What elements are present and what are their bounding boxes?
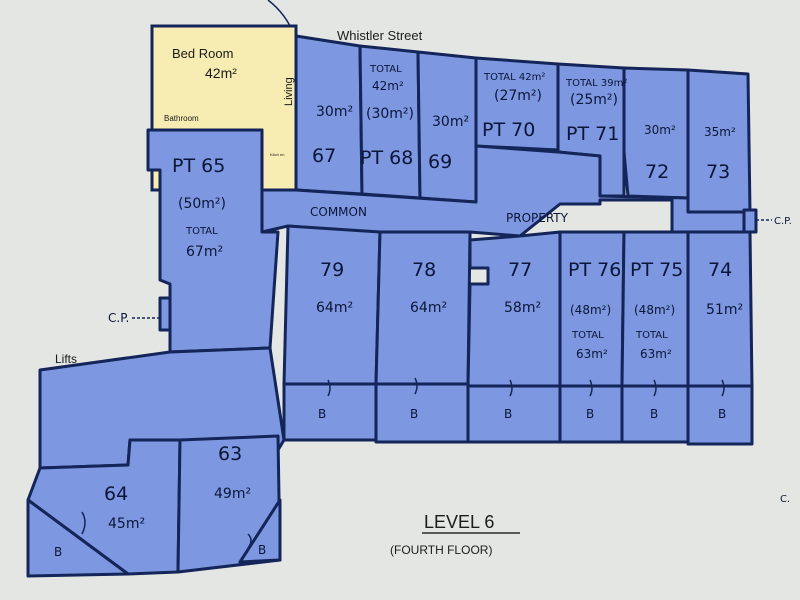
bedroom-area: 42m² [205,65,237,81]
unit-76-area: (48m²) [570,303,611,317]
unit-77[interactable] [466,230,562,388]
unit-63-area: 49m² [214,486,251,502]
street-label: Whistler Street [337,28,423,43]
balcony-77[interactable] [466,384,562,444]
unit-78-area: 64m² [410,300,447,316]
balcony-75-label: B [650,407,658,421]
cp-label-left: C.P. [108,311,129,325]
cp-box-left[interactable] [158,296,172,332]
balcony-76-label: B [586,407,594,421]
unit-65-area: (50m²) [178,196,226,212]
unit-70-area: (27m²) [494,88,542,104]
unit-72-number: 72 [645,161,669,183]
balcony-75[interactable] [620,384,690,444]
unit-69-area: 30m² [432,114,469,130]
living-label: Living [283,77,295,106]
unit-71-area: (25m²) [570,92,618,108]
unit-79-area: 64m² [316,300,353,316]
property-label: PROPERTY [506,211,569,225]
unit-71-number: PT 71 [566,123,619,145]
unit-63-number: 63 [218,443,242,465]
kitchen-label: Kitch en [270,152,284,157]
bathroom-label: Bathroom [164,114,199,123]
balcony-77-label: B [504,407,512,421]
unit-75-total-area: 63m² [640,347,672,361]
level-title: LEVEL 6 [424,512,494,532]
unit-76-number: PT 76 [568,259,621,281]
unit-77-number: 77 [508,259,532,281]
balcony-74-label: B [718,407,726,421]
unit-73[interactable] [686,68,752,214]
unit-75-total: TOTAL [635,330,668,341]
balcony-79-label: B [318,407,326,421]
unit-73-number: 73 [706,161,730,183]
bedroom-label: Bed Room [172,46,233,61]
unit-77-area: 58m² [504,300,541,316]
unit-78-number: 78 [412,259,436,281]
unit-74-area: 51m² [706,302,743,318]
unit-69-number: 69 [428,151,452,173]
common-label: COMMON [310,205,367,219]
unit-73-area: 35m² [704,125,736,139]
balcony-64[interactable] [26,498,130,578]
balcony-63-label: B [258,543,266,557]
unit-68-area: (30m²) [366,106,414,122]
unit-67-number: 67 [312,145,336,167]
unit-75-number: PT 75 [630,259,683,281]
unit-79-number: 79 [320,259,344,281]
unit-67-area: 30m² [316,104,353,120]
unit-65-number: PT 65 [172,155,225,177]
lifts-label: Lifts [55,352,77,366]
balcony-64-label: B [54,545,62,559]
unit-76-total: TOTAL [571,330,604,341]
unit-76-total-area: 63m² [576,347,608,361]
stair-marks [327,377,725,397]
stair-marks-lower [81,511,252,549]
unit-70-total: TOTAL 42m² [483,72,545,83]
balcony-78[interactable] [374,382,470,444]
unit-72-area: 30m² [644,123,676,137]
unit-75-area: (48m²) [634,303,675,317]
balcony-74[interactable] [686,384,754,446]
cp-label-right: C.P. [774,216,792,227]
unit-65-total-area: 67m² [186,244,223,260]
balcony-76[interactable] [558,384,624,444]
unit-68-total-area: 42m² [372,79,404,93]
unit-65-total: TOTAL [185,226,218,237]
level-subtitle: (FOURTH FLOOR) [390,543,492,557]
unit-64-area: 45m² [108,516,145,532]
balcony-63[interactable] [238,498,282,564]
unit-64-number: 64 [104,483,128,505]
unit-71-total: TOTAL 39m² [565,78,627,89]
cp-box-right[interactable] [742,208,758,234]
unit-68-total: TOTAL [369,64,402,75]
unit-68-number: PT 68 [360,147,413,169]
unit-70-number: PT 70 [482,119,535,141]
unit-74-number: 74 [708,259,732,281]
c-label-right: C. [780,494,790,505]
balcony-78-label: B [410,407,418,421]
